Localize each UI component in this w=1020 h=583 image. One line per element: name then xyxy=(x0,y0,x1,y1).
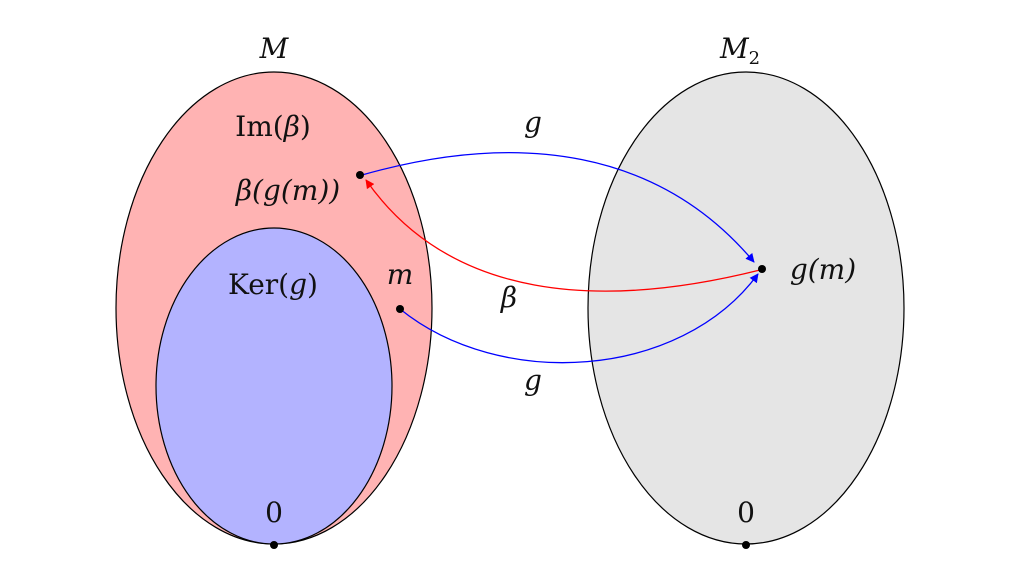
label-beta-g-m: β(g(m)) xyxy=(235,174,340,207)
g-arrow-bottom-label: g xyxy=(524,364,542,397)
label-m: m xyxy=(387,258,414,291)
kernel-label-prefix: Ker( xyxy=(228,268,289,301)
kernel-label: Ker(g) xyxy=(228,268,318,301)
point-beta-g-m xyxy=(356,171,364,179)
g-arrow-top-label: g xyxy=(524,106,542,139)
image-label-var: β xyxy=(283,110,300,143)
point-m xyxy=(396,305,404,313)
beta-arrow xyxy=(365,179,761,292)
g-arrow-top xyxy=(361,152,755,263)
module-M2-label-subscript: 2 xyxy=(749,48,760,69)
module-M2-label: M2 xyxy=(719,32,760,69)
image-label-prefix: Im( xyxy=(235,110,284,143)
g-arrow-bottom xyxy=(399,273,759,364)
module-M2-label-main: M xyxy=(719,32,750,65)
kernel-label-var: g xyxy=(289,268,307,301)
image-label: Im(β) xyxy=(235,110,311,143)
module-M-label: M xyxy=(259,32,290,65)
point-zero-right xyxy=(742,541,750,549)
kernel-label-suffix: ) xyxy=(307,268,318,301)
point-zero-left xyxy=(270,541,278,549)
point-g-m xyxy=(758,265,766,273)
image-label-suffix: ) xyxy=(300,110,311,143)
label-g-m: g(m) xyxy=(790,253,856,286)
module-M2-ellipse xyxy=(587,71,905,545)
beta-arrow-label: β xyxy=(500,281,517,314)
label-zero-right: 0 xyxy=(737,496,755,529)
label-zero-left: 0 xyxy=(265,496,283,529)
